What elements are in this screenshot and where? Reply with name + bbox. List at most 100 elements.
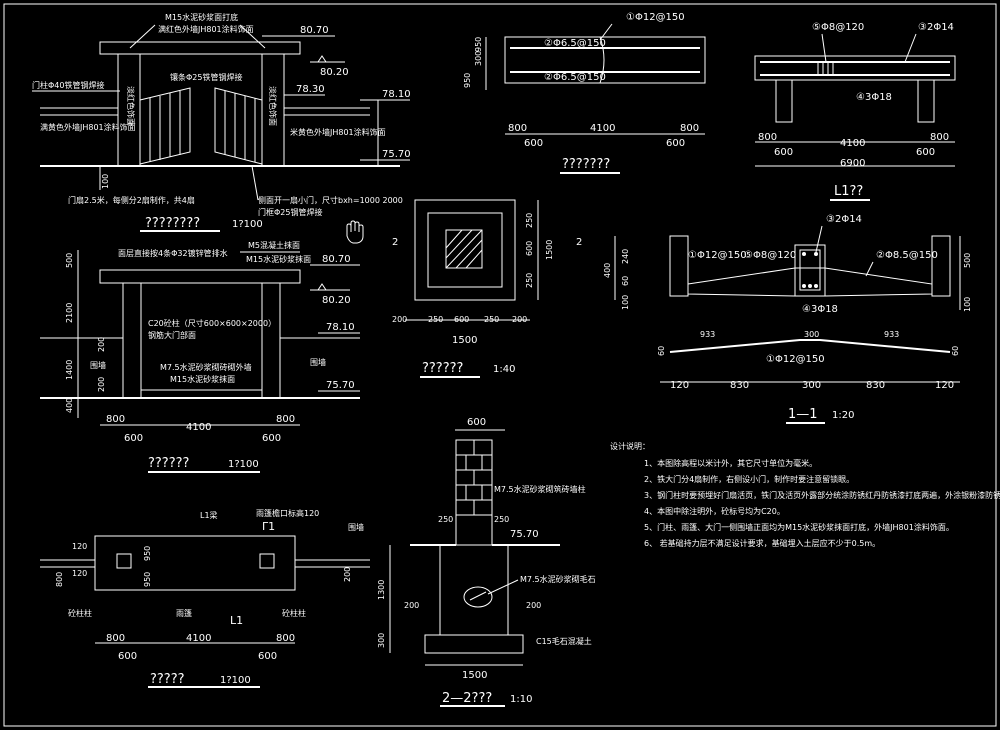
l1-title: L1?? (834, 184, 863, 199)
elevation-left-label2: 满黄色外墙JH801涂料饰面 (40, 122, 136, 132)
elevation-note-bottom1: 门扇2.5米，每侧分2扇制作，共4扇 (68, 195, 195, 205)
front-dim-1400: 1400 (65, 360, 74, 380)
plan-note: 雨篷檐口标高120 (256, 508, 319, 518)
footing-rubble-stone (463, 586, 493, 608)
plan-title: ????? (150, 672, 185, 687)
elevation-mark-top2: 80.20 (320, 67, 349, 78)
gate-plan-view: L1梁 雨篷檐口标高120 Γ1 围墙 砼柱柱 砼柱柱 雨篷 L1 120 95… (40, 508, 370, 688)
l1-dim-6900: 6900 (840, 158, 865, 169)
footing-c15: C15毛石混凝土 (536, 636, 592, 646)
column-title: ?????? (422, 361, 463, 376)
front-note1: 面层直接按4条Φ32镀锌管排水 (118, 248, 228, 258)
elevation-gate-leaves (139, 87, 263, 165)
plan-dim-800: 800 (55, 572, 64, 587)
section-left-end (669, 235, 689, 297)
slab-dim-4100: 4100 (590, 123, 615, 134)
plan-dim-600b: 600 (258, 651, 277, 662)
elevation-mark-top: 80.70 (300, 25, 329, 36)
section-dim-240: 240 (621, 249, 630, 264)
plan-l1: L1梁 (200, 511, 218, 520)
elevation-note-top2: 满红色外墙JH801涂料饰面 (158, 24, 254, 34)
front-elev3: 78.10 (326, 322, 355, 333)
front-elev4: 75.70 (326, 380, 355, 391)
front-m75: M7.5水泥砂浆砌砖砌外墙 (160, 362, 252, 372)
elevation-scale: 1?100 (232, 219, 263, 230)
footing-dim-200a: 200 (404, 601, 419, 610)
slab-dim-600a: 600 (524, 138, 543, 149)
front-canopy (99, 269, 301, 284)
elevation-pillar-text-left: 淡红色饰面 (126, 86, 136, 126)
plan-wall: 围墙 (348, 522, 364, 532)
l1-beam-view: ⑤Φ8@120 ③2Φ14 ④3Φ18 800 4100 800 600 600… (754, 22, 956, 201)
column-dim-600h: 600 (454, 315, 469, 324)
slab-dim-300: 300 (474, 51, 483, 66)
section-rebar-3: ③2Φ14 (826, 214, 862, 225)
elevation-pillar-text-right: 淡红色饰面 (268, 86, 278, 126)
front-elev2: 80.20 (322, 295, 351, 306)
elevation-mark-base: 75.70 (382, 149, 411, 160)
notes-item-3: 3、钢门柱时要预埋好门扇活页，铁门及活页外露部分统涂防锈红丹防锈漆打底两遍，外涂… (644, 490, 1000, 500)
front-dim-2100: 2100 (65, 303, 74, 323)
elevation-canopy (99, 41, 301, 55)
column-dim-250d: 250 (484, 315, 499, 324)
footing-elev: 75.70 (510, 529, 539, 540)
section-rebar-1: ①Φ12@150 (688, 250, 747, 261)
plan-dim-600a: 600 (118, 651, 137, 662)
section-dim-933b: 933 (884, 330, 899, 339)
plan-scale: 1?100 (220, 675, 251, 686)
elevation-dim-100: 100 (101, 174, 110, 189)
section-dim-120a: 120 (670, 380, 689, 391)
hand-cursor-icon[interactable] (346, 220, 364, 244)
plan-l1b: L1 (230, 614, 243, 627)
notes-item-5: 5、门柱、雨篷、大门一侧围墙正面均为M15水泥砂浆抹面打底，外墙JH801涂料饰… (644, 522, 954, 532)
l1-rebar-4: ④3Φ18 (856, 92, 892, 103)
elevation-right-label: 米黄色外墙JH801涂料饰面 (290, 127, 386, 137)
section-slab-profile (687, 267, 933, 297)
section-scale: 1:20 (832, 410, 854, 421)
plan-dim-950b: 950 (143, 572, 152, 587)
column-dim-200a: 200 (392, 315, 407, 324)
elevation-note-bottom2: 侧面开一扇小门，尺寸bxh=1000 2000 (258, 195, 403, 205)
elevation-left-label1: 门柱Φ40铁管钢焊接 (32, 80, 104, 90)
section-dim-120b: 120 (935, 380, 954, 391)
plan-dim-120b: 120 (72, 569, 87, 578)
l1-dim-800a: 800 (758, 132, 777, 143)
section-rebar-5: ⑤Φ8@120 (744, 250, 796, 261)
footing-dim-200b: 200 (526, 601, 541, 610)
footing-dim-250a: 250 (438, 515, 453, 524)
column-outer-square (414, 199, 516, 301)
section-dim-60r: 60 (951, 346, 960, 356)
footing-concrete-base (424, 634, 524, 654)
footing-dim-250b: 250 (494, 515, 509, 524)
l1-dim-600b: 600 (916, 147, 935, 158)
canopy-slab-reinforcement-view: ①Φ12@150 ②Φ6.5@150 ②Φ6.5@150 950 300 950… (463, 12, 706, 174)
slab-dim-800a: 800 (508, 123, 527, 134)
notes-item-6: 6、 若基础持力层不满足设计要求，基础埋入土层应不少于0.5m。 (644, 538, 880, 548)
front-dim-800a: 800 (106, 414, 125, 425)
slab-rebar-2a: ②Φ6.5@150 (544, 38, 606, 49)
plan-dim-120a: 120 (72, 542, 87, 551)
column-core (445, 229, 483, 269)
front-wall-left: 围墙 (90, 360, 106, 370)
slab-title: ??????? (562, 157, 610, 172)
plan-dim-200: 200 (343, 567, 352, 582)
plan-dim-800a: 800 (106, 633, 125, 644)
l1-beam-outline (754, 55, 956, 81)
section-rebar-4: ④3Φ18 (802, 304, 838, 315)
plan-gate: 雨篷 (176, 608, 192, 618)
footing-dim-1500: 1500 (462, 670, 487, 681)
elevation-note-top: M15水泥砂浆面打底 (165, 12, 238, 22)
drawing-border (3, 3, 997, 727)
front-dim-200a: 200 (97, 337, 106, 352)
elevation-mark-mid: 78.30 (296, 84, 325, 95)
gate-front-elevation-view: 面层直接按4条Φ32镀锌管排水 M5混凝土抹面 M15水泥砂浆抹面 80.70 … (40, 240, 360, 473)
section-dim-100r: 100 (963, 297, 972, 312)
l1-dim-600a: 600 (774, 147, 793, 158)
slab-dim-950b: 950 (463, 73, 472, 88)
column-dim-250a: 250 (525, 213, 534, 228)
section-dim-60: 60 (621, 276, 630, 286)
front-note2: M5混凝土抹面 (248, 240, 300, 250)
front-title: ?????? (148, 456, 189, 471)
footing-section-view: 600 M7.5水泥砂浆砌筑砖墙柱 250 250 75.70 M7.5水泥砂浆… (377, 417, 596, 707)
